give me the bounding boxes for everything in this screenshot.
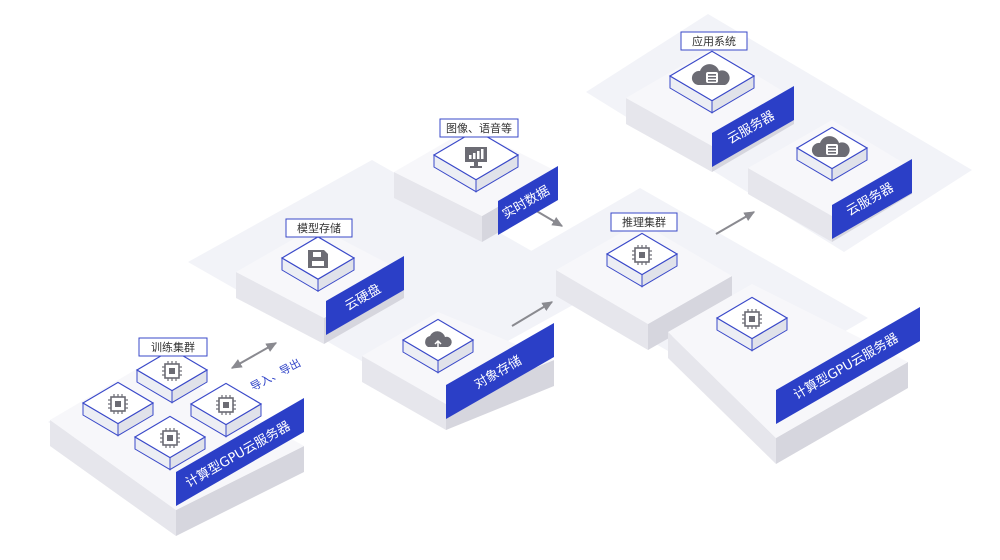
- cpu-chip-icon: [162, 361, 182, 381]
- inference-cluster-tag: 推理集群: [610, 212, 678, 232]
- monitor-base: [470, 166, 482, 168]
- realtime-data-chip: [432, 129, 520, 193]
- cpu-chip-icon: [216, 395, 236, 415]
- model-storage-chip: [280, 236, 356, 293]
- training-chip-3: [189, 382, 263, 438]
- transfer-label: 导入、导出: [248, 355, 303, 393]
- cpu-core: [167, 435, 173, 441]
- cloud-disk-platform-left-face: [236, 272, 324, 344]
- inference-platform-b-left-face: [668, 332, 776, 464]
- training-chip-1: [135, 348, 209, 404]
- monitor-chart-icon: [465, 147, 487, 168]
- chart-bar: [481, 149, 484, 159]
- tag-labels: 训练集群 模型存储 图像、语音等 推理集群 应用系统: [138, 31, 748, 357]
- cloud-server-platform-b-left-face: [748, 168, 832, 242]
- server-slot: [708, 80, 716, 82]
- inference-platform-a-left-face: [556, 270, 648, 350]
- cloud-server-icon: [691, 64, 730, 85]
- object-storage-platform-left-face: [362, 356, 446, 430]
- disk-shutter: [313, 252, 321, 257]
- inference-platform-b-right-face: [776, 362, 908, 464]
- cpu-core: [115, 401, 121, 407]
- transfer-arrow: [230, 342, 278, 369]
- training-platform-right-face: [176, 446, 304, 536]
- training-platform-left-face: [50, 420, 176, 536]
- object-storage-platform-right-face: [446, 360, 554, 430]
- chart-bar: [473, 153, 476, 159]
- cpu-core: [223, 402, 229, 408]
- object-storage-chip: [401, 318, 475, 374]
- upload-arrow: [434, 339, 442, 348]
- disk-label: [312, 261, 324, 266]
- cloud-shape: [425, 331, 452, 347]
- flow-arrows: [230, 205, 756, 369]
- server-slot: [828, 152, 836, 154]
- cpu-core: [749, 316, 755, 322]
- application-chip-1: [668, 50, 756, 114]
- monitor-screen: [465, 147, 487, 162]
- cpu-chip-icon: [632, 245, 652, 265]
- application-system-tag: 应用系统: [680, 31, 748, 51]
- chip-layer: [81, 50, 869, 471]
- realtime-platform-left-face: [394, 172, 482, 242]
- training-chip-4: [133, 415, 207, 471]
- server-slot: [708, 74, 716, 76]
- inference-to-application-arrow: [715, 211, 756, 235]
- cloud-server-platform-a-left-face: [626, 98, 712, 172]
- inference-cluster-label: 推理集群: [622, 215, 666, 229]
- realtime-data-tag: 图像、语音等: [439, 118, 519, 138]
- application-system-label: 应用系统: [692, 34, 736, 48]
- model-storage-label: 模型存储: [297, 221, 341, 235]
- application-chip-2: [795, 126, 869, 182]
- cpu-core: [639, 252, 645, 258]
- chart-bar: [469, 155, 472, 159]
- cpu-chip-icon: [108, 394, 128, 414]
- inference-chip-2: [715, 296, 789, 352]
- cpu-core: [169, 368, 175, 374]
- training-cluster-tag: 训练集群: [138, 337, 208, 357]
- cloud-server-icon: [811, 136, 850, 157]
- monitor-stand: [474, 162, 478, 166]
- inference-chip-1: [605, 232, 679, 288]
- server-slot: [828, 146, 836, 148]
- storage-to-inference-arrow: [511, 301, 554, 327]
- cpu-chip-icon: [742, 309, 762, 329]
- model-storage-tag: 模型存储: [285, 218, 353, 238]
- server-slot: [828, 149, 836, 151]
- chart-bar: [477, 151, 480, 159]
- realtime-data-label: 图像、语音等: [446, 121, 512, 135]
- cpu-chip-icon: [160, 428, 180, 448]
- cloud-storage-icon: [425, 331, 452, 348]
- training-cluster-label: 训练集群: [151, 340, 195, 354]
- hard-disk-icon: [308, 250, 328, 268]
- server-slot: [708, 77, 716, 79]
- training-chip-2: [81, 381, 155, 437]
